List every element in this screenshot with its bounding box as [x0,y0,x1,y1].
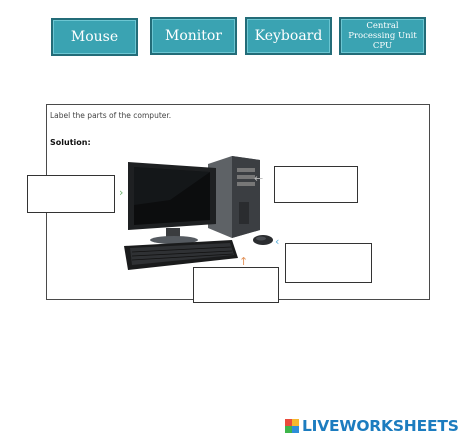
label-chip-cpu[interactable]: Central Processing Unit CPU [339,17,426,55]
arrow-left-icon: ‹ [275,235,280,248]
drop-zone-keyboard[interactable] [193,267,279,303]
drop-zone-monitor[interactable] [27,175,115,213]
mouse-image [253,235,273,245]
label-chip-mouse[interactable]: Mouse [51,18,138,56]
drop-zone-cpu[interactable] [274,166,358,203]
label-chip-monitor[interactable]: Monitor [150,17,237,55]
computer-illustration [124,156,273,270]
label-chip-cpu-text: Central Processing Unit CPU [348,21,417,51]
cpu-tower-image [208,156,260,238]
keyboard-image [124,240,238,270]
arrow-right-icon: › [119,186,124,199]
monitor-image [128,162,216,244]
label-chip-mouse-text: Mouse [70,29,119,45]
arrow-left-icon: ← [254,172,264,185]
liveworksheets-logo: LIVEWORKSHEETS [285,416,459,436]
liveworksheets-logo-text: LIVEWORKSHEETS [302,417,459,435]
solution-label: Solution: [50,138,91,147]
liveworksheets-logo-icon [285,419,299,433]
label-chip-monitor-text: Monitor [164,28,222,44]
arrow-up-icon: ↑ [239,255,249,268]
label-chip-keyboard-text: Keyboard [254,28,323,44]
drop-zone-mouse[interactable] [285,243,372,283]
instruction-text: Label the parts of the computer. [50,111,172,120]
label-chip-keyboard[interactable]: Keyboard [245,17,332,55]
